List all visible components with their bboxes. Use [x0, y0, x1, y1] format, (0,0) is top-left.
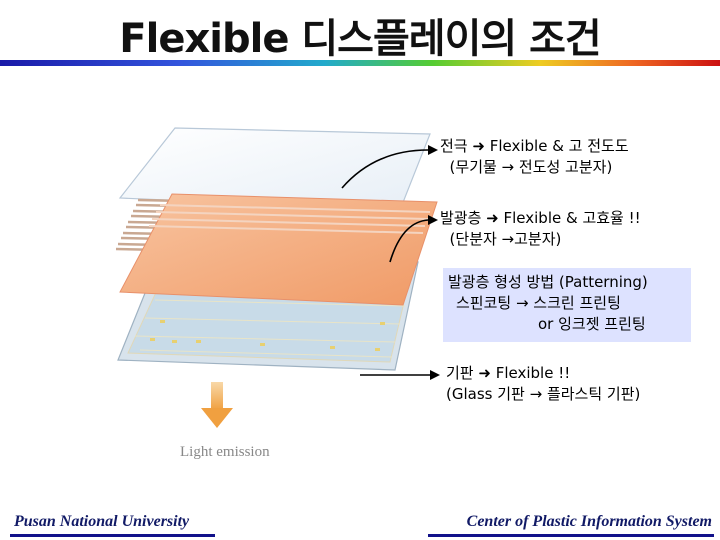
- connector-emissive: [389, 219, 429, 263]
- label-patterning-line3: or 잉크젯 프린팅: [538, 315, 646, 333]
- emissive-layer: [119, 193, 438, 306]
- emissive-stripes: [148, 204, 431, 234]
- title-divider: [0, 60, 720, 66]
- label-electrode: 전극 ➜ Flexible & 고 전도도 (무기물 → 전도성 고분자): [440, 136, 629, 178]
- label-emissive-line1: 발광층 ➜ Flexible & 고효율 !!: [440, 209, 641, 227]
- light-emission-label: Light emission: [180, 444, 270, 460]
- footer-center: Center of Plastic Information System: [466, 513, 712, 530]
- label-patterning-line2: 스핀코팅 → 스크린 프린팅: [456, 294, 621, 312]
- label-substrate: 기판 ➜ Flexible !! (Glass 기판 → 플라스틱 기판): [446, 363, 640, 405]
- label-emissive: 발광층 ➜ Flexible & 고효율 !! (단분자 →고분자): [440, 208, 641, 250]
- label-electrode-line1: 전극 ➜ Flexible & 고 전도도: [440, 137, 629, 155]
- light-emission-arrow: [201, 382, 233, 428]
- label-substrate-line1: 기판 ➜ Flexible !!: [446, 364, 571, 382]
- label-emissive-line2: (단분자 →고분자): [440, 230, 562, 248]
- connector-electrode: [341, 149, 429, 189]
- label-patterning: 발광층 형성 방법 (Patterning) 스핀코팅 → 스크린 프린팅 or…: [448, 272, 648, 335]
- patterning-box: [443, 268, 691, 342]
- connector-arrows: [341, 145, 440, 380]
- page-title: Flexible 디스플레이의 조건: [119, 16, 601, 62]
- label-substrate-line2: (Glass 기판 → 플라스틱 기판): [446, 385, 641, 403]
- footer-university: Pusan National University: [14, 513, 190, 530]
- label-electrode-line2: (무기물 → 전도성 고분자): [440, 158, 613, 176]
- footer-left-underline: [10, 534, 215, 537]
- label-patterning-line1: 발광층 형성 방법 (Patterning): [448, 273, 648, 291]
- footer-right-underline: [428, 534, 714, 537]
